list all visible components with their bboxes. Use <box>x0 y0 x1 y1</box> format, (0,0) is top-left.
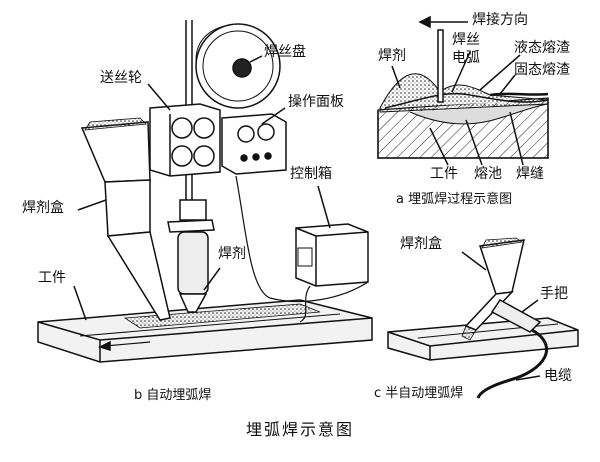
panel-a-process-schematic <box>377 15 549 166</box>
control-box-label: 控制箱 <box>290 166 332 182</box>
weld-seam-label: 焊缝 <box>516 166 544 182</box>
flux-hopper-label-b: 焊剂盒 <box>22 200 64 216</box>
arc-label: 电弧 <box>452 50 480 66</box>
figure-title: 埋弧焊示意图 <box>246 420 355 439</box>
cable-label: 电缆 <box>544 368 572 384</box>
caption-a: a 埋弧焊过程示意图 <box>396 192 513 207</box>
welding-direction-label: 焊接方向 <box>472 12 528 28</box>
workpiece-label-b: 工件 <box>38 270 66 286</box>
panel-c-semi-automatic <box>387 237 579 399</box>
wire-label-a: 焊丝 <box>452 32 480 48</box>
workpiece-label-a: 工件 <box>430 166 458 182</box>
flux-label-a: 焊剂 <box>378 48 406 64</box>
panel-b-automatic-machine <box>37 20 373 363</box>
control-panel-label: 操作面板 <box>288 94 344 110</box>
caption-c: c 半自动埋弧焊 <box>374 386 464 401</box>
liquid-slag-label: 液态熔渣 <box>514 40 570 56</box>
flux-label-b: 焊剂 <box>218 246 246 262</box>
caption-b: b 自动埋弧焊 <box>134 388 212 403</box>
handle-label: 手把 <box>540 286 568 302</box>
wire-reel-label: 焊丝盘 <box>264 44 306 60</box>
weld-pool-label: 熔池 <box>474 166 502 182</box>
flux-hopper-label-c: 焊剂盒 <box>400 236 442 252</box>
solid-slag-label: 固态熔渣 <box>514 62 570 78</box>
feed-roller-label: 送丝轮 <box>100 70 142 86</box>
